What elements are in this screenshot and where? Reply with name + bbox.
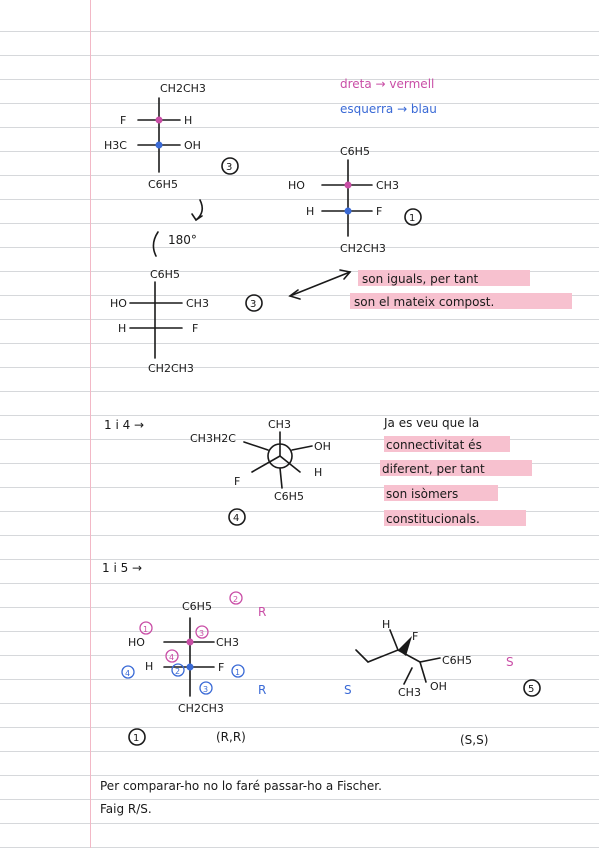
descriptor-top: R bbox=[258, 605, 266, 619]
fischer-projection-1: C6H5 HO CH3 H F CH2CH3 1 bbox=[288, 145, 422, 255]
newman-right: OH bbox=[314, 440, 331, 453]
compound-label: 4 bbox=[233, 513, 239, 524]
priority-label: 1 bbox=[235, 668, 240, 677]
priority-label: 4 bbox=[169, 653, 174, 662]
descriptor-bottom: R bbox=[258, 683, 266, 697]
highlight bbox=[350, 293, 572, 309]
fischer-top: C6H5 bbox=[340, 145, 370, 158]
fischer-row1-left: HO bbox=[110, 297, 127, 310]
fischer-row2-right: F bbox=[376, 205, 382, 218]
note-line: diferent, per tant bbox=[382, 462, 485, 476]
stereocenter-dot bbox=[186, 638, 194, 646]
priority-label: 2 bbox=[175, 667, 180, 676]
stereocenter-dot bbox=[155, 141, 163, 149]
wedge-bond bbox=[398, 636, 412, 656]
fischer-row2-right: OH bbox=[184, 139, 201, 152]
wedge-h: H bbox=[382, 618, 390, 631]
fischer-bottom: CH2CH3 bbox=[178, 702, 224, 715]
fischer-row1-left: HO bbox=[128, 636, 145, 649]
footer-line: Per comparar-ho no lo faré passar-ho a F… bbox=[100, 779, 382, 793]
legend-right-rule: dreta → vermell bbox=[340, 77, 434, 91]
fischer-row1-right: H bbox=[184, 114, 192, 127]
stereocenter-dot bbox=[186, 663, 194, 671]
highlight bbox=[358, 270, 530, 286]
compound-label: 1 bbox=[409, 213, 415, 224]
fischer-row2-right: F bbox=[218, 661, 224, 674]
newman-left: CH3H2C bbox=[190, 432, 236, 445]
comparison-1-4: 1 i 4 → CH3 CH3H2C OH H F C6H5 4 Ja es v… bbox=[104, 416, 532, 526]
note-line: Ja es veu que la bbox=[383, 416, 479, 430]
wedge-oh: OH bbox=[430, 680, 447, 693]
newman-right-low: H bbox=[314, 466, 322, 479]
legend-left-rule: esquerra → blau bbox=[340, 102, 437, 116]
stereocenter-dot bbox=[155, 116, 163, 124]
newman-bottom: C6H5 bbox=[274, 490, 304, 503]
comparison-prefix: 1 i 4 → bbox=[104, 418, 144, 432]
compound-label: 3 bbox=[250, 299, 256, 310]
note-line: son el mateix compost. bbox=[354, 295, 494, 309]
wedge-right: C6H5 bbox=[442, 654, 472, 667]
priority-label: 2 bbox=[233, 595, 238, 604]
fischer-row2-right: F bbox=[192, 322, 198, 335]
fischer-top: C6H5 bbox=[182, 600, 212, 613]
fischer-row2-left: H bbox=[306, 205, 314, 218]
configuration: (S,S) bbox=[460, 733, 488, 747]
fischer-row1-right: CH3 bbox=[216, 636, 239, 649]
note-line: connectivitat és bbox=[386, 438, 482, 452]
fischer-row2-left: H bbox=[145, 660, 153, 673]
comparison-arrow bbox=[288, 269, 352, 300]
note-line: constitucionals. bbox=[386, 512, 480, 526]
wedge-f: F bbox=[412, 630, 418, 643]
highlight bbox=[384, 485, 498, 501]
highlight bbox=[384, 510, 526, 526]
fischer-projection-3-original: CH2CH3 F H H3C OH C6H5 3 bbox=[104, 82, 239, 191]
descriptor-right: S bbox=[506, 655, 514, 669]
fischer-bottom: C6H5 bbox=[148, 178, 178, 191]
compound-label: 5 bbox=[528, 684, 534, 695]
priority-label: 4 bbox=[125, 669, 130, 678]
wedge-ch3: CH3 bbox=[398, 686, 421, 699]
priority-label: 3 bbox=[203, 685, 208, 694]
footer-line: Faig R/S. bbox=[100, 802, 152, 816]
rotation-angle: 180° bbox=[168, 233, 197, 247]
stereocenter-dot bbox=[344, 207, 352, 215]
fischer-row2-left: H bbox=[118, 322, 126, 335]
highlight bbox=[380, 460, 532, 476]
conclusion-note-1: son iguals, per tant son el mateix compo… bbox=[350, 270, 572, 309]
fischer-top: C6H5 bbox=[150, 268, 180, 281]
comparison-1-5: 1 i 5 → C6H5 HO CH3 H F CH2CH3 2 1 3 4 4 bbox=[102, 561, 541, 747]
priority-label: 1 bbox=[143, 625, 148, 634]
compound-label: 3 bbox=[226, 162, 232, 173]
note-line: son isòmers bbox=[386, 487, 458, 501]
descriptor-left: S bbox=[344, 683, 352, 697]
margin-line bbox=[90, 0, 91, 848]
fischer-row2-left: H3C bbox=[104, 139, 127, 152]
fischer-row1-right: CH3 bbox=[186, 297, 209, 310]
newman-left-low: F bbox=[234, 475, 240, 488]
fischer-top: CH2CH3 bbox=[160, 82, 206, 95]
fischer-bottom: CH2CH3 bbox=[340, 242, 386, 255]
fischer-bottom: CH2CH3 bbox=[148, 362, 194, 375]
priority-label: 3 bbox=[199, 629, 204, 638]
highlight bbox=[384, 436, 510, 452]
stereocenter-dot bbox=[344, 181, 352, 189]
fischer-row1-left: HO bbox=[288, 179, 305, 192]
rotation-arrow: 180° bbox=[152, 199, 204, 257]
fischer-row1-left: F bbox=[120, 114, 126, 127]
note-line: son iguals, per tant bbox=[362, 272, 479, 286]
newman-top: CH3 bbox=[268, 418, 291, 431]
fischer-row1-right: CH3 bbox=[376, 179, 399, 192]
comparison-prefix: 1 i 5 → bbox=[102, 561, 142, 575]
fischer-projection-3-rotated: C6H5 HO CH3 H F CH2CH3 3 bbox=[110, 268, 263, 375]
compound-label: 1 bbox=[133, 733, 139, 744]
configuration: (R,R) bbox=[216, 730, 246, 744]
